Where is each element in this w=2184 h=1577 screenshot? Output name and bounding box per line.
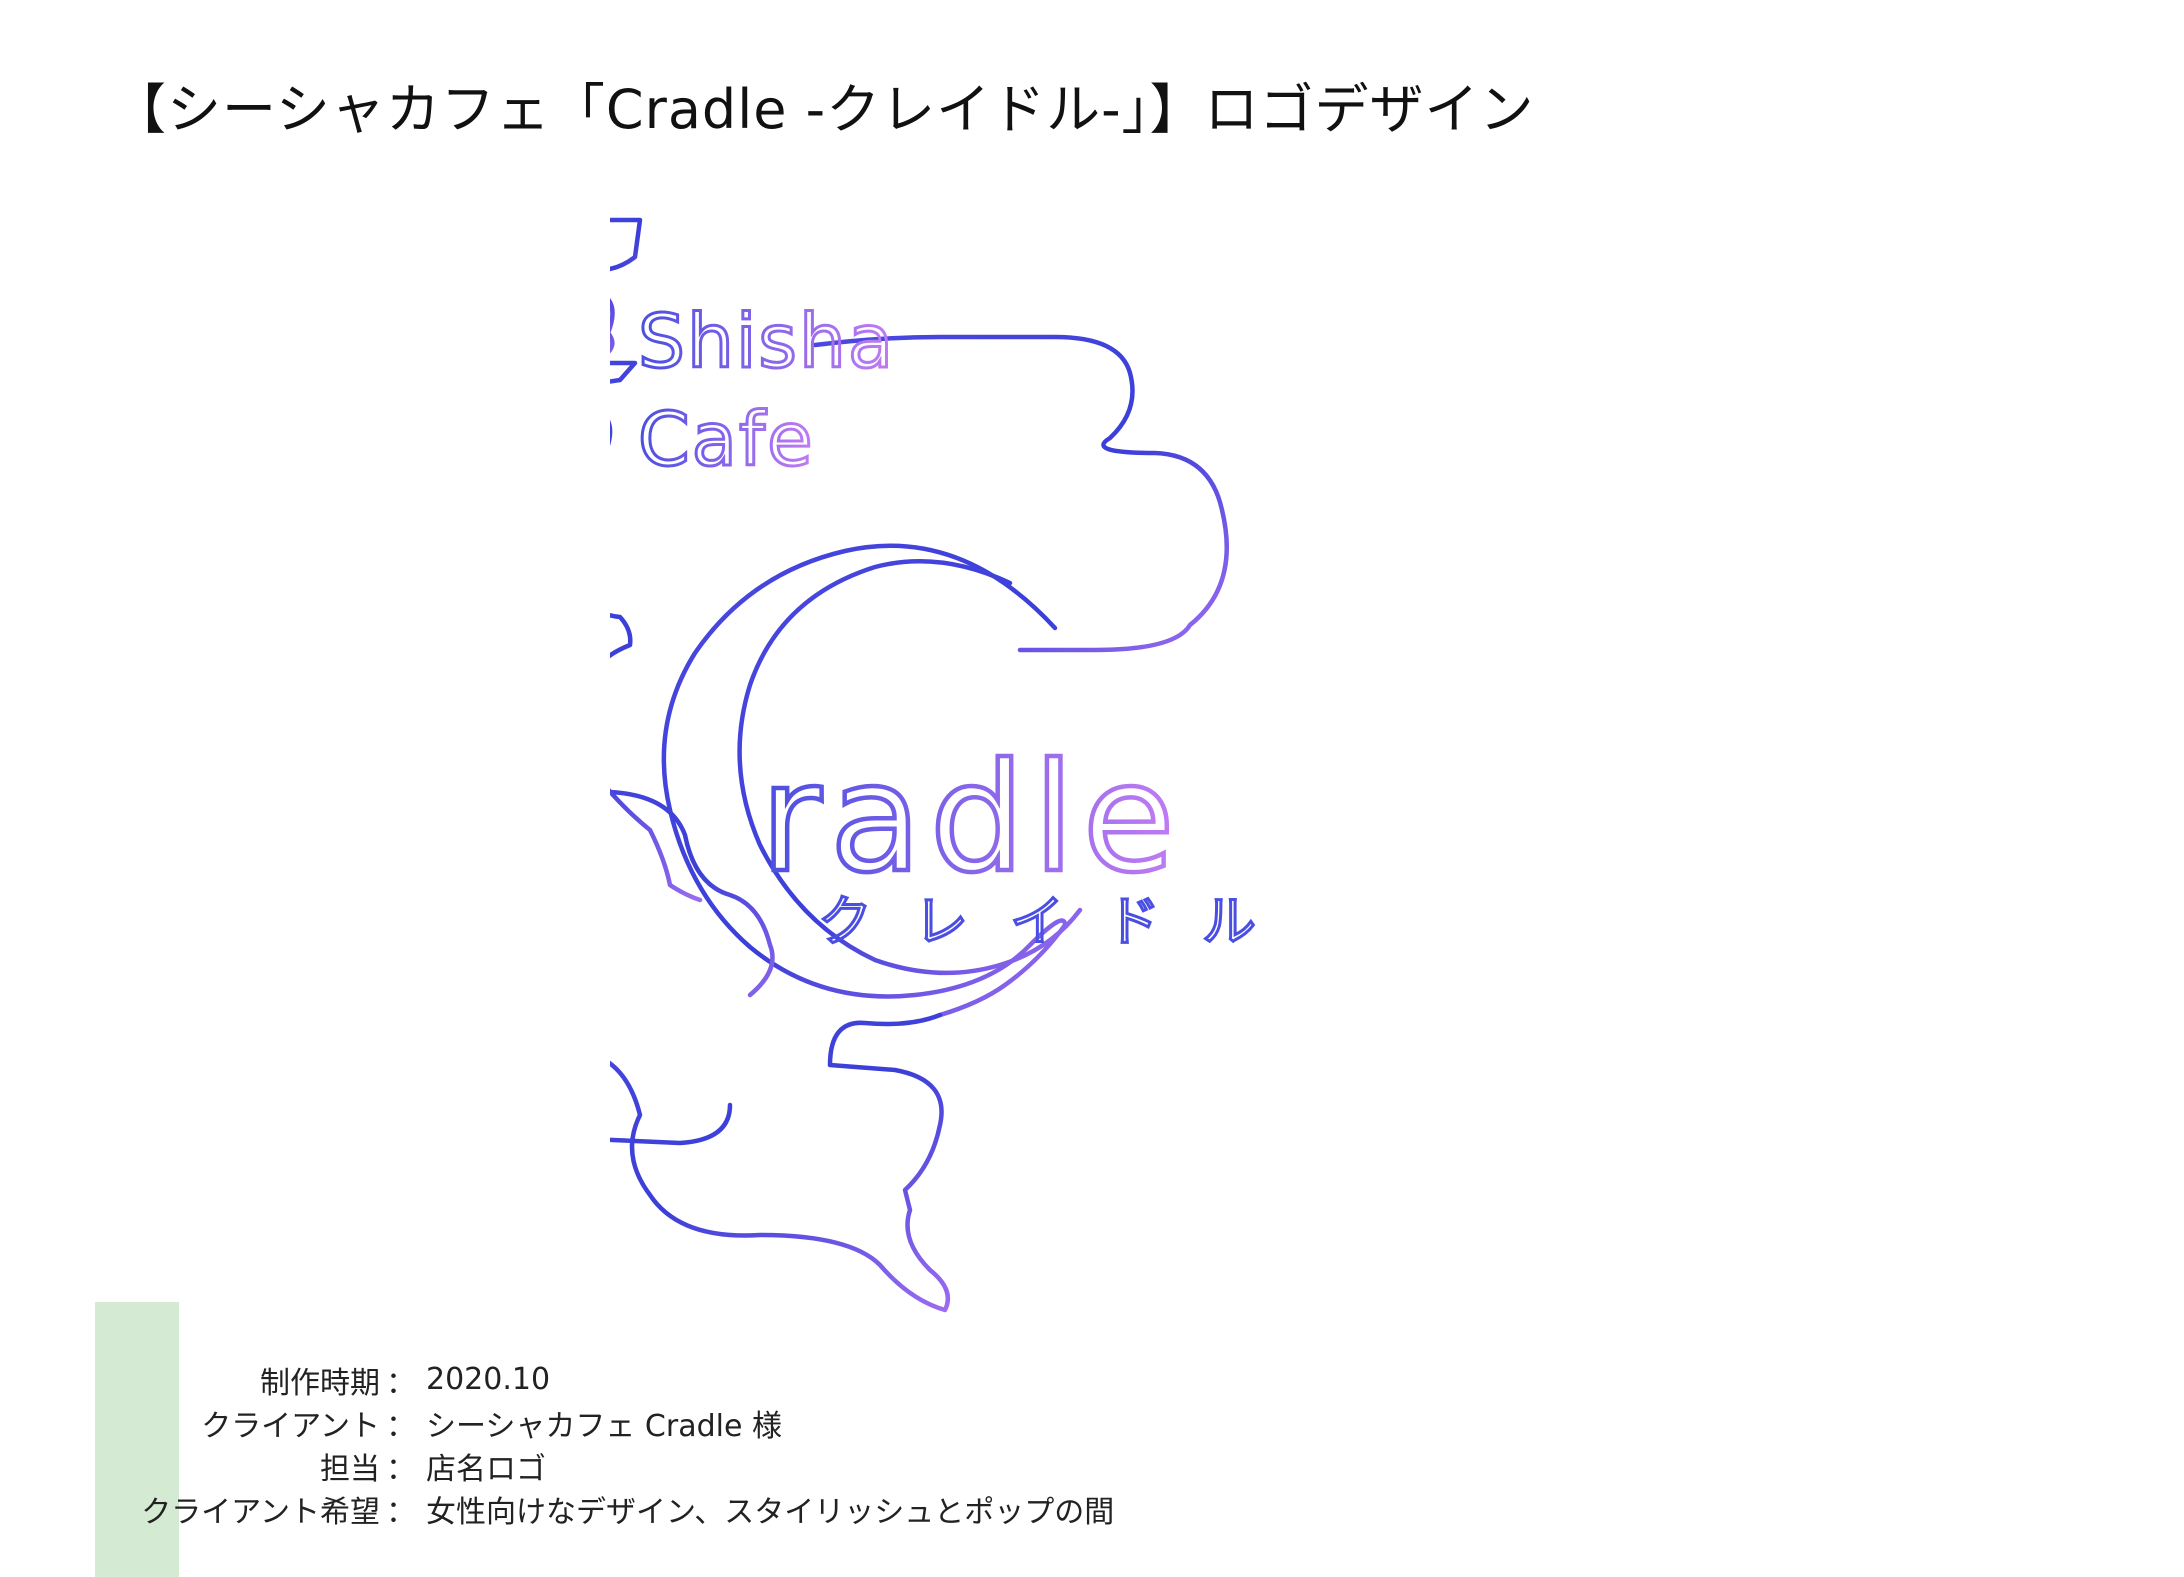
info-label: 担当 [320,1451,380,1487]
info-row-request: クライアント希望 ： 女性向けなデザイン、スタイリッシュとポップの間 [110,1487,1114,1530]
info-separator: ： [386,1408,416,1444]
info-value: 店名ロゴ [426,1451,546,1487]
cradle-logo: Shisha Cafe radle クレイドル [610,217,1298,1313]
shisha-text: Shisha [638,299,895,385]
cloud-lower [610,1012,951,1313]
cloud-left [610,789,775,998]
accent-strip [95,1302,179,1577]
info-value: 女性向けなデザイン、スタイリッシュとポップの間 [426,1494,1115,1530]
crescent-inner [737,558,1083,976]
info-label: クライアント希望 [141,1494,380,1530]
hookah-stem [610,360,703,903]
katakana-text: クレイドル [818,890,1298,953]
hookah-outline [610,217,643,354]
info-label: 制作時期 [260,1365,380,1401]
wordmark: Shisha Cafe radle クレイドル [637,298,1298,955]
info-value: シーシャカフェ Cradle 様 [426,1408,782,1444]
info-row-period: 制作時期 ： 2020.10 [110,1358,1114,1401]
cloud-outline [812,334,1229,653]
info-separator: ： [386,1365,416,1401]
info-separator: ： [386,1494,416,1530]
info-row-client: クライアント ： シーシャカフェ Cradle 様 [110,1401,1114,1444]
cafe-text: Cafe [638,397,815,483]
wordmark-rest: radle [760,732,1183,906]
info-value: 2020.10 [426,1362,551,1397]
info-label: クライアント [201,1408,380,1444]
info-row-scope: 担当 ： 店名ロゴ [110,1444,1114,1487]
info-separator: ： [386,1451,416,1487]
project-info: 制作時期 ： 2020.10 クライアント ： シーシャカフェ Cradle 様… [110,1358,1114,1530]
page-title: 【シーシャカフェ「Cradle -クレイドル-」】ロゴデザイン [112,78,1535,141]
